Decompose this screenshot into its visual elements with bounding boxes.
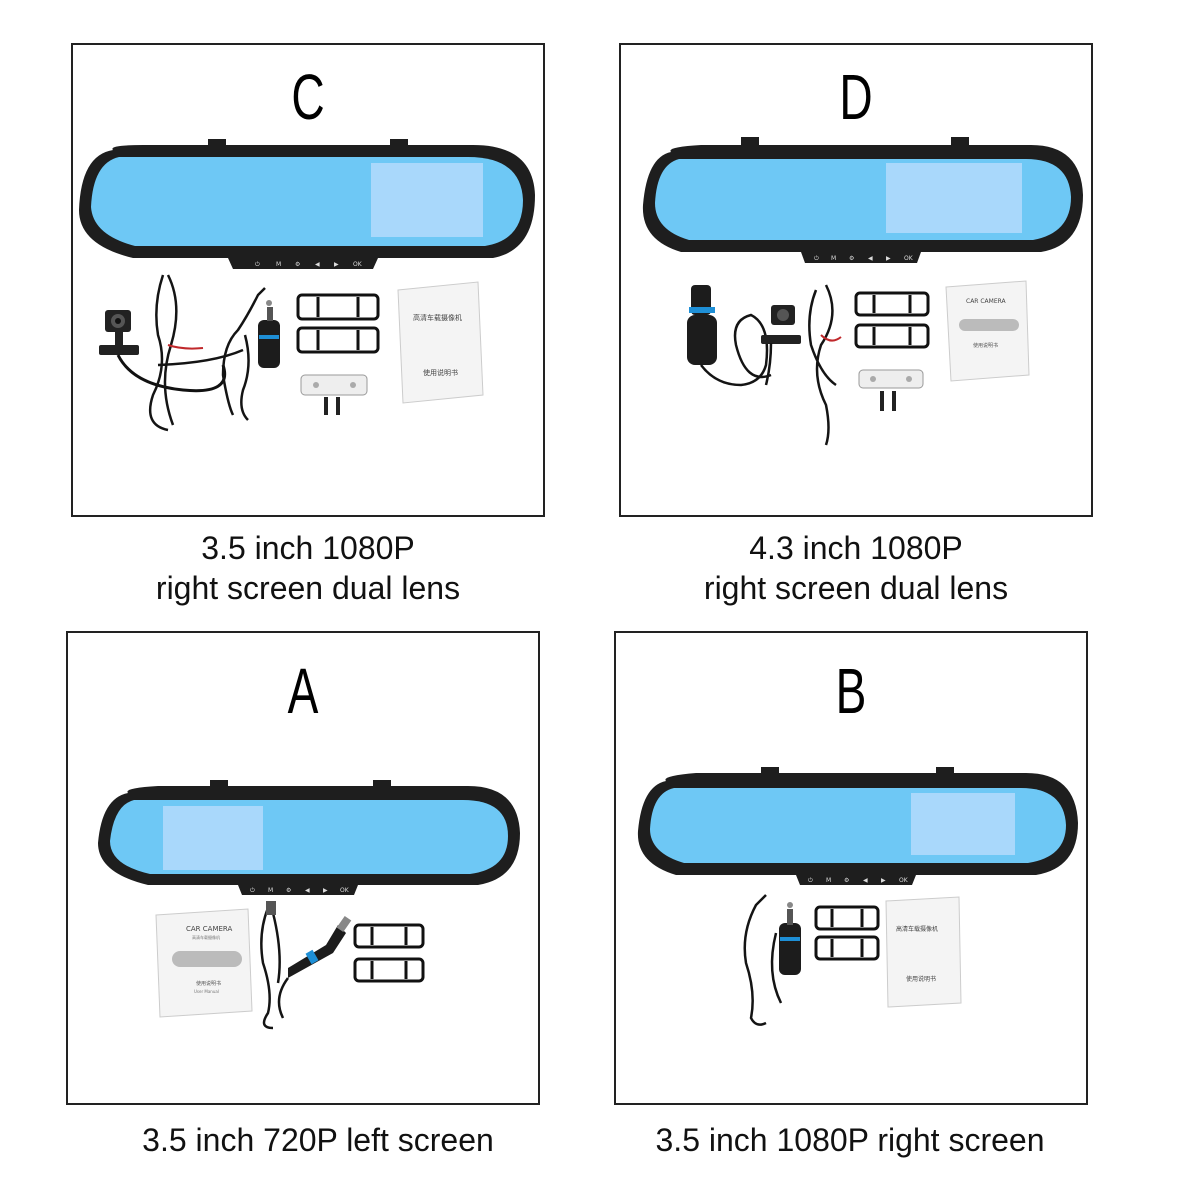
manual-line-1: 使用说明书 <box>973 342 998 349</box>
screen-overlay <box>886 163 1022 233</box>
screen-overlay <box>371 163 483 237</box>
product-illustration: ⏻ M ⚙ ◀ ▶ OK <box>79 139 535 432</box>
user-manual: CAR CAMERA 使用说明书 <box>945 280 1030 382</box>
metal-plate-screws <box>858 369 924 411</box>
rubber-brackets <box>854 291 930 349</box>
svg-text:⚙: ⚙ <box>295 261 300 268</box>
svg-text:OK: OK <box>899 877 909 884</box>
manual-line-2: User Manual <box>194 989 219 994</box>
product-illustration: ⏻ M ⚙ ◀ ▶ OK CAR CAMERA 高清车载摄像机 使用说明书 User M… <box>98 780 520 1030</box>
car-charger <box>221 287 280 421</box>
svg-text:M: M <box>826 877 831 884</box>
user-manual: CAR CAMERA 高清车载摄像机 使用说明书 User Manual <box>155 908 253 1018</box>
manual-subtitle: 高清车载摄像机 <box>192 934 220 940</box>
svg-text:⚙: ⚙ <box>844 877 849 884</box>
rubber-brackets <box>814 905 880 961</box>
svg-text:▶: ▶ <box>334 261 339 268</box>
svg-text:⏻: ⏻ <box>250 887 255 894</box>
rubber-brackets <box>353 923 425 983</box>
panel-letter: B <box>835 655 867 727</box>
svg-text:M: M <box>276 261 281 268</box>
svg-text:▶: ▶ <box>886 255 891 262</box>
svg-text:⚙: ⚙ <box>286 887 291 894</box>
rearview-mirror: ⏻ M ⚙ ◀ ▶ OK <box>98 780 520 895</box>
caption-line-1: 3.5 inch 1080P <box>201 530 415 566</box>
panel-caption-a: 3.5 inch 720P left screen <box>66 1120 570 1160</box>
screen-overlay <box>163 806 263 870</box>
user-manual: 高清车载摄像机 使用说明书 <box>885 896 962 1008</box>
manual-title: 高清车载摄像机 <box>413 313 462 322</box>
svg-text:⏻: ⏻ <box>814 255 819 262</box>
manual-title: 高清车载摄像机 <box>896 925 938 933</box>
rubber-brackets <box>296 293 380 354</box>
svg-text:⏻: ⏻ <box>255 261 260 268</box>
svg-text:▶: ▶ <box>323 887 328 894</box>
rear-camera <box>761 305 801 386</box>
rearview-mirror: ⏻ M ⚙ ◀ ▶ OK <box>642 137 1083 263</box>
caption-line-1: 3.5 inch 1080P right screen <box>655 1122 1045 1158</box>
product-illustration: ⏻ M ⚙ ◀ ▶ OK <box>642 137 1083 446</box>
svg-text:⏻: ⏻ <box>808 877 813 884</box>
svg-text:OK: OK <box>353 261 363 268</box>
manual-subtitle: 使用说明书 <box>423 368 458 377</box>
rearview-mirror: ⏻ M ⚙ ◀ ▶ OK <box>637 767 1078 885</box>
screen-overlay <box>911 793 1015 855</box>
svg-text:◀: ◀ <box>868 255 873 262</box>
manual-subtitle: 使用说明书 <box>906 975 936 983</box>
svg-text:M: M <box>268 887 273 894</box>
panel-letter: A <box>287 655 319 727</box>
manual-line-1: 使用说明书 <box>196 980 221 987</box>
svg-text:▶: ▶ <box>881 877 886 884</box>
panel-letter: D <box>839 61 873 133</box>
car-charger <box>260 901 352 1030</box>
caption-line-2: right screen dual lens <box>703 570 1009 606</box>
caption-line-1: 4.3 inch 1080P <box>749 530 963 566</box>
product-illustration: ⏻ M ⚙ ◀ ▶ OK 高清车载摄像机 使用说明书 <box>637 767 1078 1026</box>
caption-line-2: right screen dual lens <box>155 570 461 606</box>
svg-text:OK: OK <box>904 255 914 262</box>
panel-letter: C <box>291 61 325 133</box>
manual-title: CAR CAMERA <box>966 298 1007 305</box>
product-panel-a[interactable]: A ⏻ M ⚙ ◀ ▶ OK CAR CAMERA 高清车载摄像机 使用说明书 User… <box>66 631 540 1105</box>
camera-cable <box>808 284 837 446</box>
caption-line-1: 3.5 inch 720P left screen <box>142 1122 494 1158</box>
svg-text:◀: ◀ <box>863 877 868 884</box>
svg-text:OK: OK <box>340 887 350 894</box>
user-manual: 高清车载摄像机 使用说明书 <box>397 281 484 404</box>
product-panel-d[interactable]: D ⏻ M ⚙ ◀ ▶ OK <box>619 43 1093 517</box>
product-panel-c[interactable]: C ⏻ M ⚙ ◀ ▶ OK <box>71 43 545 517</box>
panel-caption-c: 3.5 inch 1080P right screen dual lens <box>71 528 545 608</box>
svg-text:M: M <box>831 255 836 262</box>
svg-text:◀: ◀ <box>305 887 310 894</box>
car-charger <box>687 285 772 387</box>
rearview-mirror: ⏻ M ⚙ ◀ ▶ OK <box>79 139 535 269</box>
panel-caption-d: 4.3 inch 1080P right screen dual lens <box>619 528 1093 608</box>
manual-title: CAR CAMERA <box>186 925 232 933</box>
svg-text:⚙: ⚙ <box>849 255 854 262</box>
metal-plate-screws <box>300 374 368 415</box>
panel-caption-b: 3.5 inch 1080P right screen <box>600 1120 1100 1160</box>
product-panel-b[interactable]: B ⏻ M ⚙ ◀ ▶ OK <box>614 631 1088 1105</box>
svg-text:◀: ◀ <box>315 261 320 268</box>
car-charger <box>743 894 801 1026</box>
